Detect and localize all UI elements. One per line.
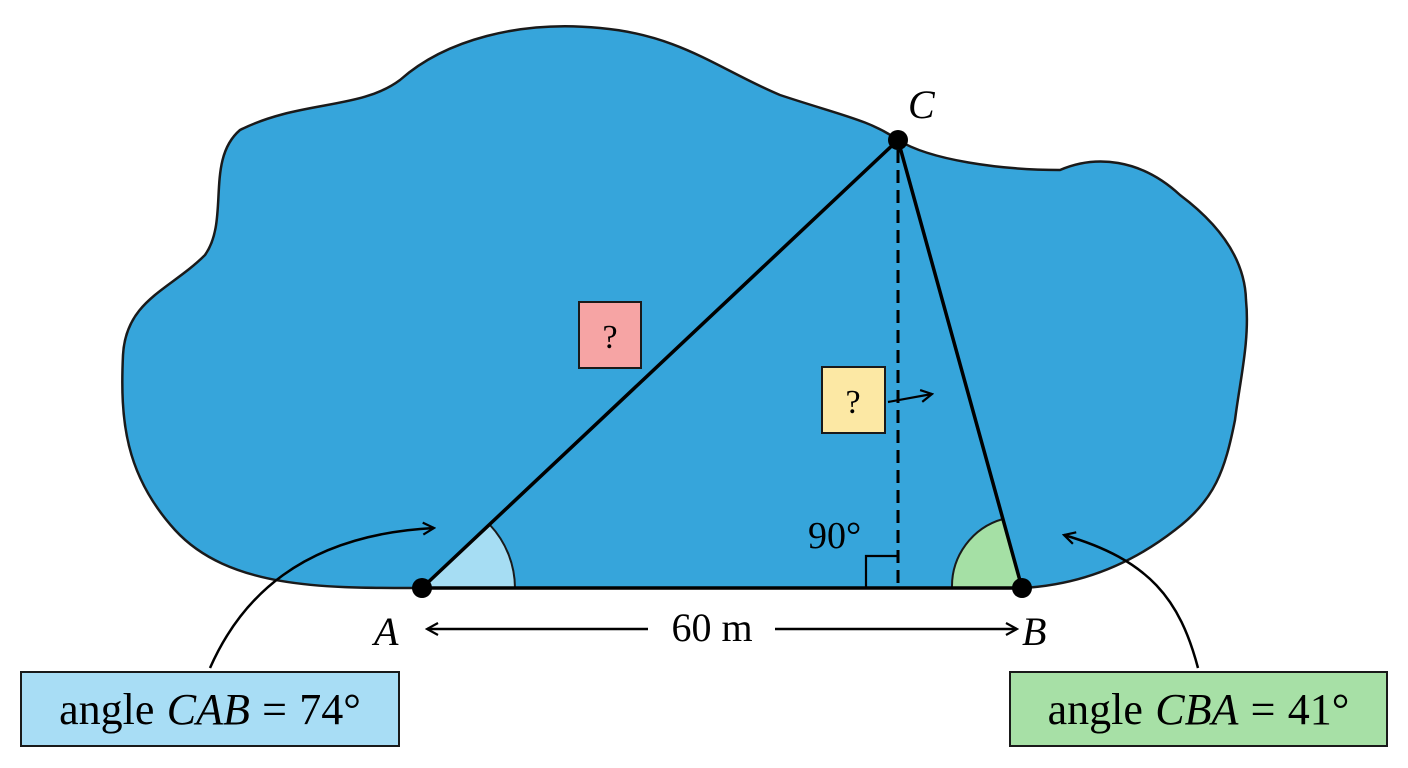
angle-cab-prefix: angle — [59, 684, 155, 734]
angle-cab-callout-arrow — [208, 528, 434, 669]
point-b — [1012, 578, 1032, 598]
label-point-b: B — [1022, 609, 1046, 654]
label-point-c: C — [908, 82, 936, 127]
side-ac — [420, 138, 900, 590]
angle-cba-label-box: angle CBA = 41° — [1009, 671, 1388, 747]
unknown-ac-mark: ? — [602, 319, 617, 356]
angle-cab-value: 74° — [299, 684, 361, 734]
height-pointer-arrow — [887, 394, 932, 404]
label-point-a: A — [371, 609, 399, 654]
baseline-length-label: 60 m — [671, 605, 752, 650]
angle-cba-prefix: angle — [1047, 684, 1143, 734]
angle-cba-equals: = — [1250, 684, 1276, 734]
unknown-ac-box: ? — [578, 301, 642, 369]
lake-shape — [121, 25, 1249, 590]
angle-cba-sector — [950, 517, 1024, 589]
angle-cab-label-box: angle CAB = 74° — [20, 671, 400, 747]
angle-cba-name: CBA — [1155, 684, 1239, 734]
point-c — [888, 130, 908, 150]
right-angle-marker — [864, 554, 898, 588]
angle-cab-name: CAB — [166, 684, 250, 734]
right-angle-label: 90° — [808, 515, 861, 557]
side-bc — [896, 139, 1024, 589]
unknown-height-mark: ? — [845, 384, 860, 421]
point-a — [412, 578, 432, 598]
unknown-height-box: ? — [821, 366, 886, 434]
angle-cba-value: 41° — [1287, 684, 1350, 734]
angle-cba-callout-arrow — [1064, 535, 1200, 669]
angle-cab-equals: = — [262, 684, 287, 734]
